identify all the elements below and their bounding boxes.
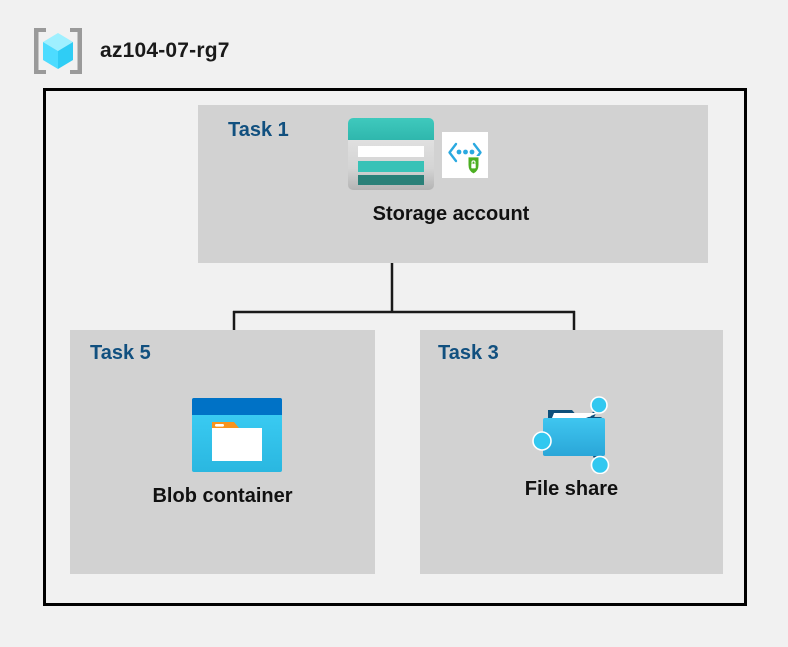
task-5-label: Task 5	[90, 342, 151, 364]
task-3-label: Task 3	[438, 342, 499, 364]
storage-account-icon	[348, 118, 434, 190]
task-5-panel: Task 5 Blob container	[70, 330, 375, 574]
file-share-icon[interactable]	[528, 392, 620, 474]
resource-group-icon	[34, 28, 82, 74]
task-3-panel: Task 3 File share	[420, 330, 723, 574]
resource-group-title: az104-07-rg7	[100, 39, 230, 62]
task-1-label: Task 1	[228, 119, 289, 141]
resource-group-boundary	[43, 88, 747, 606]
storage-account-title: Storage account	[372, 203, 530, 225]
resource-group-header: az104-07-rg7	[30, 25, 230, 77]
storage-account-node[interactable]	[348, 118, 548, 193]
task-1-panel: Task 1	[198, 105, 708, 263]
private-link-icon	[442, 132, 488, 178]
file-share-title: File share	[524, 478, 619, 500]
blob-container-title: Blob container	[152, 485, 293, 507]
blob-container-icon[interactable]	[190, 396, 284, 476]
